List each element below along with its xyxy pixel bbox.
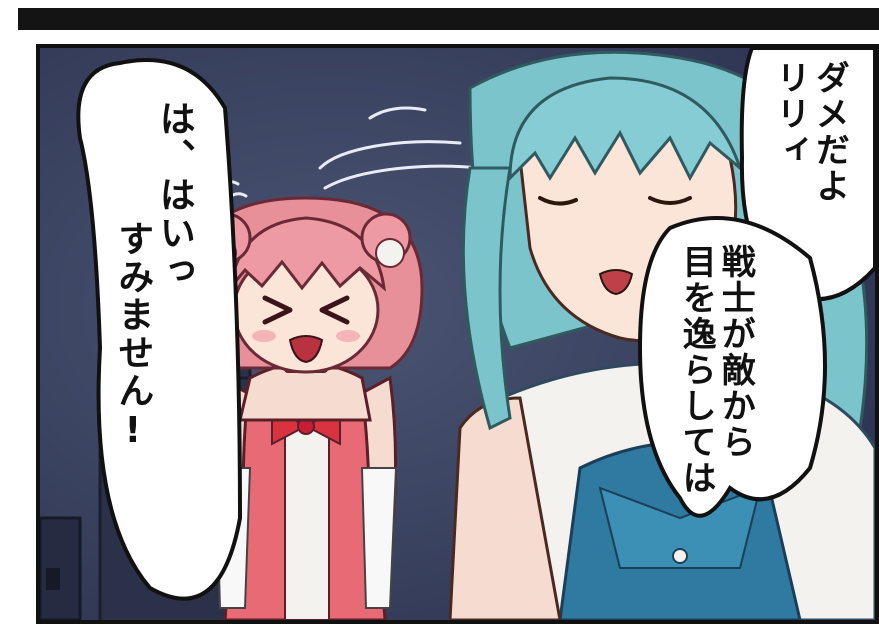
- left-bubble-line-2: すみません!: [112, 220, 154, 453]
- left-bubble-text: は、はいっ すみません!: [112, 100, 195, 560]
- right-main-bubble-line-2: 目を逸らしては: [676, 244, 717, 496]
- right-main-speech-bubble: [637, 216, 827, 518]
- top-panel-border: [18, 8, 879, 30]
- comic-panel: は、はいっ すみません! ダメだよ リリィ 戦士が敵から 目を逸らしては: [36, 44, 879, 624]
- motion-lines: [318, 106, 482, 190]
- right-top-bubble-line-1: ダメだよ: [809, 60, 850, 204]
- right-main-bubble-line-1: 戦士が敵から: [715, 244, 756, 460]
- left-bubble-line-1: は、はいっ: [153, 100, 195, 290]
- comic-artwork: [40, 48, 875, 620]
- right-main-bubble-text: 戦士が敵から 目を逸らしては: [676, 244, 756, 504]
- left-speech-bubble: [76, 58, 243, 601]
- right-top-bubble-line-2: リリィ: [770, 60, 811, 168]
- right-top-bubble-text: ダメだよ リリィ: [770, 60, 850, 270]
